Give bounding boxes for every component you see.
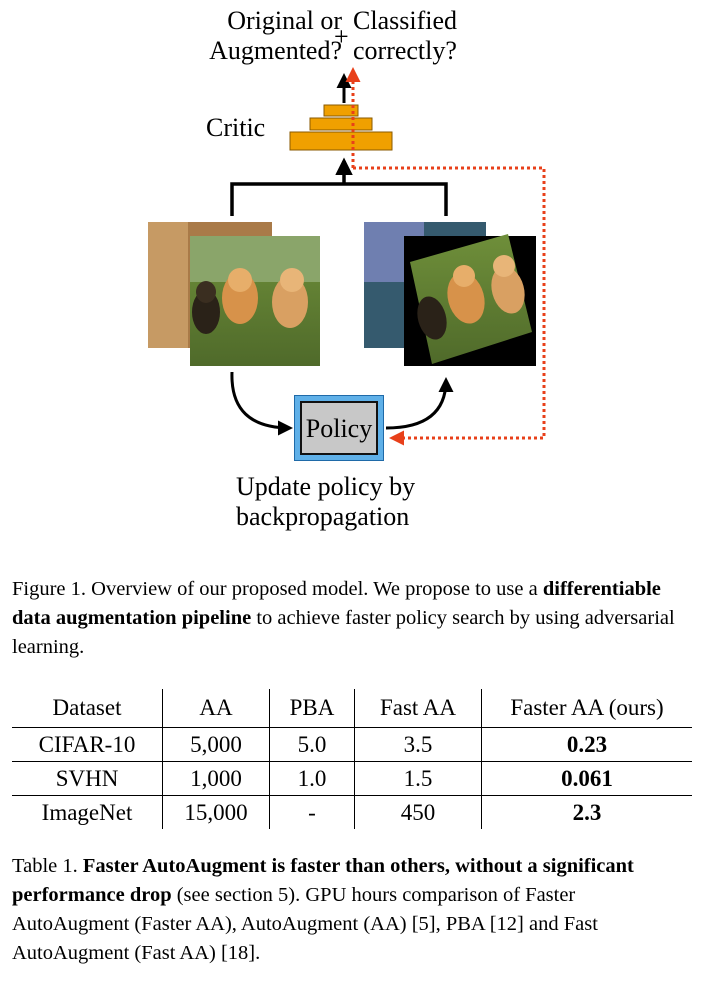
header-faster-aa: Faster AA (ours) [510, 695, 664, 720]
figure-caption: Figure 1. Overview of our proposed model… [12, 575, 694, 662]
cell-aa: 5,000 [162, 727, 270, 762]
table-caption-bold: Faster AutoAugment is faster than others… [12, 855, 634, 906]
augmented-images [364, 222, 536, 366]
cell-aa: 15,000 [162, 795, 270, 829]
cell-fast-aa: 3.5 [354, 727, 482, 762]
cell-pba: 5.0 [269, 727, 355, 762]
critic-label: Critic [206, 113, 266, 142]
header-fast-aa: Fast AA [354, 689, 482, 728]
header-pba: PBA [269, 689, 355, 728]
update-policy-label: Update policy by backpropagation [236, 472, 415, 532]
cell-dataset: ImageNet [12, 795, 163, 829]
gradient-feedback-path [353, 166, 546, 446]
top-left-label: Original or Augmented? [170, 6, 342, 66]
top-right-label-line1: Classified [353, 6, 457, 35]
cell-dataset: SVHN [12, 761, 163, 796]
table-caption: Table 1. Faster AutoAugment is faster th… [12, 852, 694, 968]
critic-network-icon [289, 104, 393, 151]
cell-fast-aa: 450 [354, 795, 482, 829]
top-left-label-line1: Original or [227, 6, 342, 35]
cell-faster-aa: 0.23 [481, 727, 692, 762]
cell-pba: - [269, 795, 355, 829]
original-to-policy-arrow [230, 371, 293, 436]
update-policy-line1: Update policy by [236, 472, 416, 501]
cell-dataset: CIFAR-10 [12, 727, 163, 762]
cell-pba: 1.0 [269, 761, 355, 796]
results-table: Dataset AA PBA Fast AA Faster AA (ours) … [12, 689, 692, 829]
cell-aa: 1,000 [162, 761, 270, 796]
header-dataset: Dataset [12, 689, 163, 728]
images-to-critic-connector [230, 182, 448, 216]
top-right-label: Classified correctly? [353, 6, 457, 66]
table-caption-prefix: Table 1. [12, 855, 83, 877]
cell-faster-aa: 2.3 [572, 799, 602, 825]
top-left-label-line2: Augmented? [209, 36, 342, 65]
rotated-dog-photo-icon [417, 255, 525, 340]
header-aa: AA [162, 689, 270, 728]
table-header-row: Dataset AA PBA Fast AA Faster AA (ours) [12, 689, 692, 728]
update-policy-line2: backpropagation [236, 502, 410, 531]
table-row: ImageNet 15,000 - 450 2.3 [12, 795, 692, 829]
figure-caption-suffix: to achieve faster policy search by using… [12, 607, 675, 658]
pipeline-diagram [148, 67, 546, 446]
policy-box: Policy [294, 395, 384, 461]
plus-sign: + [334, 22, 349, 51]
table-caption-suffix: (see section 5). GPU hours comparison of… [12, 884, 598, 964]
cell-fast-aa: 1.5 [354, 761, 482, 796]
table-row: CIFAR-10 5,000 5.0 3.5 0.23 [12, 727, 692, 762]
cell-faster-aa: 0.061 [481, 761, 692, 796]
policy-to-augmented-arrow [385, 377, 454, 430]
top-right-label-line2: correctly? [353, 36, 457, 65]
policy-label: Policy [300, 401, 378, 455]
dog-photo-icon [192, 268, 308, 334]
table-row: SVHN 1,000 1.0 1.5 0.061 [12, 761, 692, 796]
original-images [148, 222, 320, 366]
figure-caption-bold: differentiable data augmentation pipelin… [12, 578, 661, 629]
figure-caption-prefix: Figure 1. Overview of our proposed model… [12, 578, 543, 600]
